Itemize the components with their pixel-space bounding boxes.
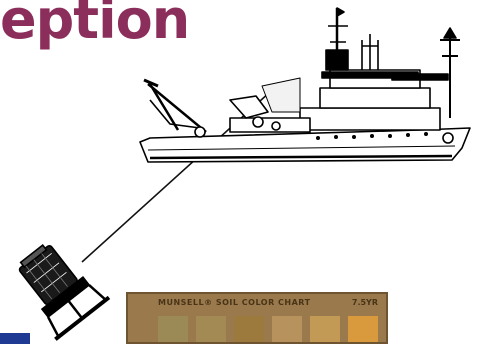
color-swatch: [196, 316, 226, 344]
color-swatch: [158, 316, 188, 344]
chart-page-code: 7.5YR: [352, 298, 378, 307]
chart-title: MUNSELL® SOIL COLOR CHART: [158, 298, 311, 307]
color-swatch: [310, 316, 340, 344]
blue-panel-edge: [0, 333, 30, 344]
color-swatch: [348, 316, 378, 344]
sampler-device: [5, 233, 109, 339]
color-swatch: [234, 316, 264, 344]
color-swatch: [272, 316, 302, 344]
research-vessel: [140, 8, 470, 162]
soil-color-chart-photo: MUNSELL® SOIL COLOR CHART 7.5YR: [126, 292, 388, 344]
